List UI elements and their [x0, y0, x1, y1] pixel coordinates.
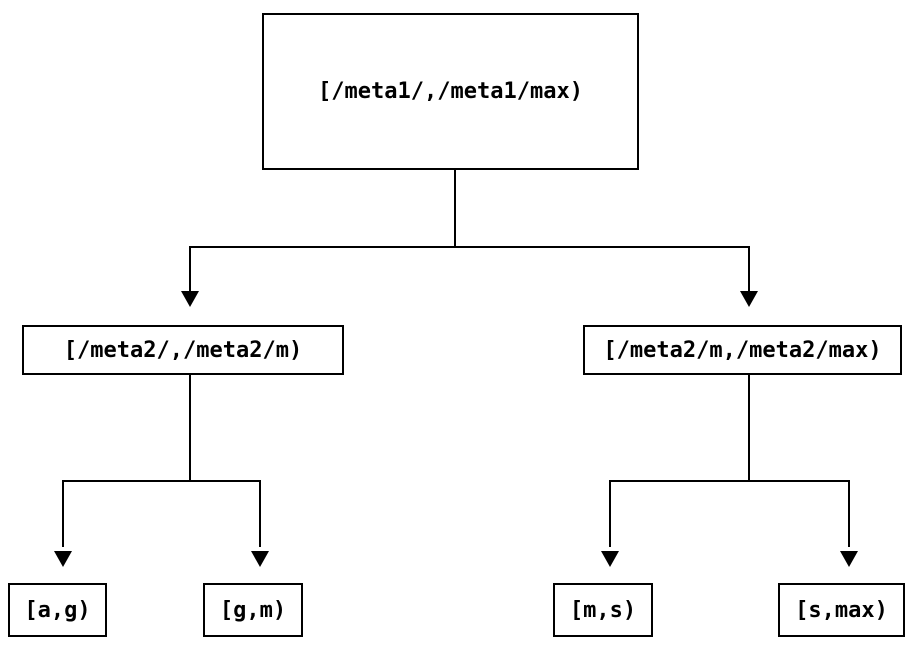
- edge-root-left-drop: [189, 246, 191, 291]
- node-leaf-m-s: [m,s): [553, 583, 653, 637]
- node-leaf-a-g: [a,g): [8, 583, 107, 637]
- edge-right-subtree-left-drop: [609, 480, 611, 547]
- edge-right-subtree-stem: [748, 375, 750, 482]
- edge-right-subtree-right-drop: [848, 480, 850, 547]
- arrow-down-icon: [54, 551, 72, 567]
- edge-left-subtree-left-drop: [62, 480, 64, 547]
- edge-root-right-drop: [748, 246, 750, 291]
- node-root-interval: [/meta1/,/meta1/max): [262, 13, 639, 170]
- edge-root-stem: [454, 170, 456, 248]
- node-meta2-lower-interval: [/meta2/,/meta2/m): [22, 325, 344, 375]
- arrow-down-icon: [601, 551, 619, 567]
- edge-root-crossbar: [189, 246, 750, 248]
- edge-left-subtree-right-drop: [259, 480, 261, 547]
- edge-left-subtree-crossbar: [62, 480, 261, 482]
- edge-left-subtree-stem: [189, 375, 191, 482]
- node-meta2-upper-interval: [/meta2/m,/meta2/max): [583, 325, 902, 375]
- arrow-down-icon: [740, 291, 758, 307]
- edge-right-subtree-crossbar: [609, 480, 850, 482]
- arrow-down-icon: [251, 551, 269, 567]
- arrow-down-icon: [840, 551, 858, 567]
- arrow-down-icon: [181, 291, 199, 307]
- node-leaf-s-max: [s,max): [778, 583, 905, 637]
- node-leaf-g-m: [g,m): [203, 583, 303, 637]
